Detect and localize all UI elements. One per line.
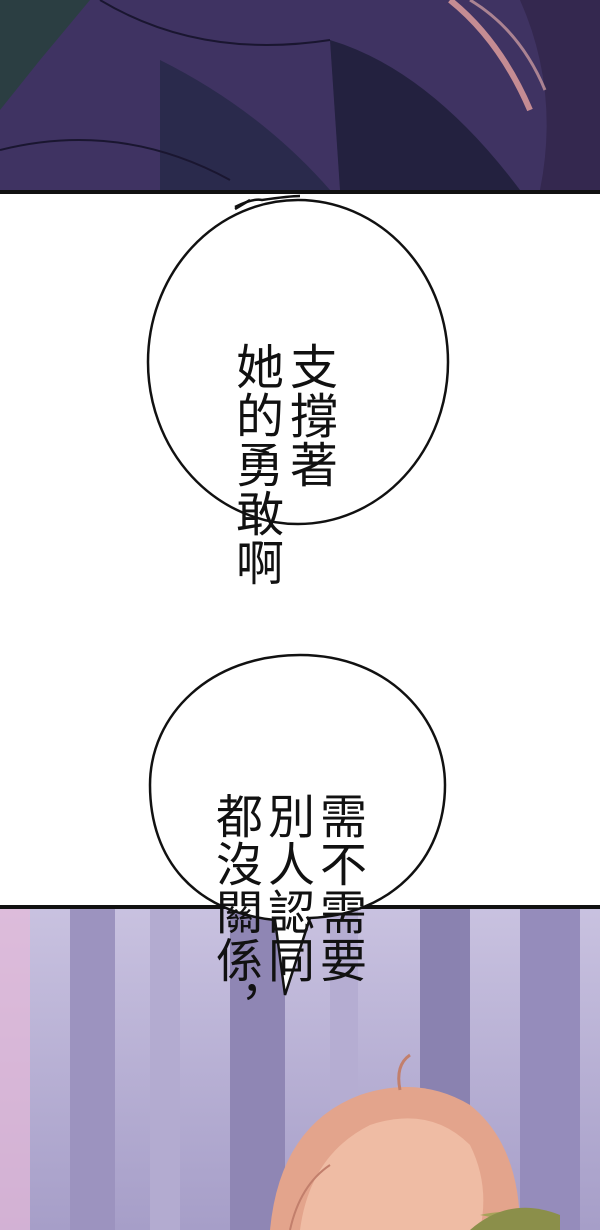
bubble-1-line-2: 她的勇敢啊 [227, 342, 283, 587]
top-panel-art [0, 0, 600, 194]
bubble-2-line-3: 都沒關係， [207, 792, 262, 1032]
bubble-1-line-1: 支撐著 [281, 342, 337, 489]
speech-bubble-1-text: 支撐著 她的勇敢啊 [227, 228, 390, 587]
bubble-2-line-2: 別人認同 [259, 792, 314, 984]
bubble-2-line-1: 需不需要 [311, 792, 366, 984]
top-comic-panel [0, 0, 600, 194]
speech-bubble-2-text: 需不需要 別人認同 都沒關係， [207, 680, 416, 1032]
